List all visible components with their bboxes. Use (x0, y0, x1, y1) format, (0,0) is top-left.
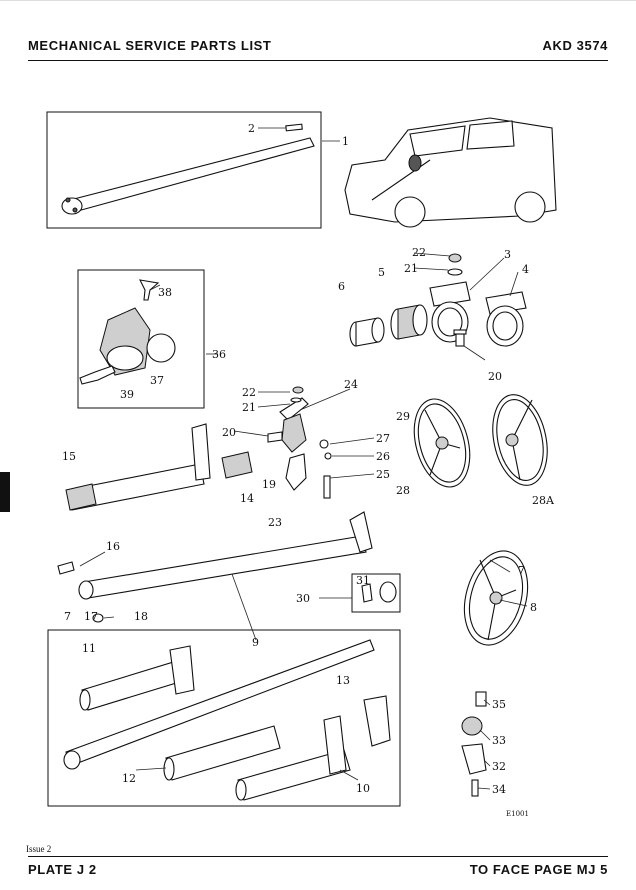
callout-1: 1 (342, 135, 349, 148)
column-key (285, 123, 303, 132)
callout-35: 35 (492, 698, 506, 711)
issue-label: Issue 2 (26, 844, 52, 854)
plate-number: PLATE J 2 (28, 862, 97, 877)
callout-26: 26 (376, 450, 390, 463)
rod-fittings-16-17-18 (57, 561, 104, 623)
callout-11: 11 (82, 642, 96, 655)
lock-parts-30-31 (351, 573, 401, 613)
callout-34: 34 (492, 783, 506, 796)
column-lock-body (79, 307, 176, 385)
column-detail-frame (46, 111, 322, 229)
sleeve-12 (163, 725, 281, 781)
callout-38: 38 (158, 286, 172, 299)
column-bush-6 (349, 317, 385, 347)
callout-31: 31 (356, 574, 370, 587)
lock-detail-frame (77, 269, 205, 409)
callout-24: 24 (344, 378, 358, 391)
callout-22-lever: 22 (242, 386, 256, 399)
drawing-reference: E1001 (506, 810, 529, 818)
column-bush-5 (390, 304, 428, 340)
callout-9: 9 (252, 636, 259, 649)
callout-6: 6 (338, 280, 345, 293)
callout-28: 28 (396, 484, 410, 497)
callout-7-wheel: 7 (518, 564, 525, 577)
selector-rod-9 (63, 639, 375, 770)
callout-16: 16 (106, 540, 120, 553)
binding-tab-marker (0, 472, 10, 512)
callout-8: 8 (530, 601, 537, 614)
clamp-nut-washer (447, 253, 463, 276)
callout-labels: 1 2 3 4 5 6 7 7 8 9 10 11 12 13 14 15 16… (62, 122, 555, 818)
callout-27: 27 (376, 432, 390, 445)
callout-30: 30 (296, 592, 310, 605)
gear-lever-bracket (267, 386, 309, 491)
callout-4: 4 (522, 263, 529, 276)
callout-23: 23 (268, 516, 282, 529)
small-parts-32-35 (461, 691, 487, 797)
callout-37: 37 (150, 374, 164, 387)
callout-39: 39 (120, 388, 134, 401)
bracket-13 (363, 695, 391, 747)
clamp-bolt (453, 329, 467, 347)
callout-14: 14 (240, 492, 254, 505)
callout-32: 32 (492, 760, 506, 773)
callout-33: 33 (492, 734, 506, 747)
document-title: MECHANICAL SERVICE PARTS LIST (28, 38, 272, 53)
document-code: AKD 3574 (542, 38, 608, 53)
steering-column-tube (61, 137, 315, 215)
callout-12: 12 (122, 772, 136, 785)
callout-17: 17 (84, 610, 98, 623)
lower-detail-frame (47, 629, 401, 807)
steering-wheel-28a (492, 394, 548, 486)
callout-28a: 28A (532, 494, 555, 507)
callout-21-clamp: 21 (404, 262, 418, 275)
callout-10: 10 (356, 782, 370, 795)
callout-18: 18 (134, 610, 148, 623)
page-top-edge (0, 0, 636, 1)
lock-screw (139, 279, 160, 301)
callout-13: 13 (336, 674, 350, 687)
remote-control-rod-9 (78, 511, 373, 600)
column-clamp-4 (485, 291, 527, 347)
page-footer: PLATE J 2 TO FACE PAGE MJ 5 (28, 856, 608, 881)
callout-2: 2 (248, 122, 255, 135)
callout-7-rod: 7 (64, 610, 71, 623)
leader-lines (79, 127, 528, 790)
callout-36: 36 (212, 348, 226, 361)
steering-wheel-7 (463, 550, 529, 646)
callout-29: 29 (396, 410, 410, 423)
gear-fittings (319, 439, 332, 499)
callout-3: 3 (504, 248, 511, 261)
steering-wheel-28 (413, 398, 471, 488)
callout-22-clamp: 22 (412, 246, 426, 259)
callout-5: 5 (378, 266, 385, 279)
callout-25: 25 (376, 468, 390, 481)
lever-10 (235, 715, 351, 801)
callout-19: 19 (262, 478, 276, 491)
gear-rod-15 (65, 423, 211, 511)
lever-assembly-11 (79, 645, 195, 711)
callout-21-lever: 21 (242, 401, 256, 414)
facing-page-reference: TO FACE PAGE MJ 5 (469, 862, 608, 877)
callout-20-clamp: 20 (488, 370, 502, 383)
vehicle-outline (344, 117, 557, 228)
page-header: MECHANICAL SERVICE PARTS LIST AKD 3574 (28, 36, 608, 61)
callout-15: 15 (62, 450, 76, 463)
callout-20-lever: 20 (222, 426, 236, 439)
gear-sleeve-14 (221, 451, 253, 479)
